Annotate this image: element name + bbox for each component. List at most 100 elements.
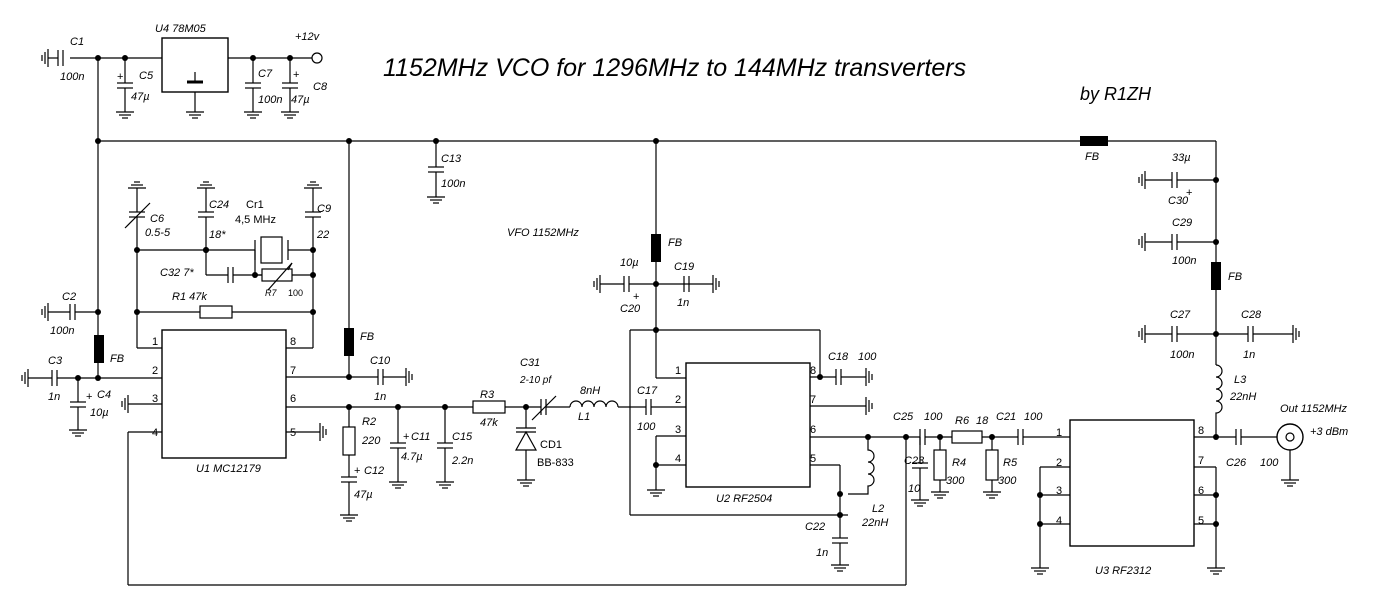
- svg-text:+: +: [354, 465, 360, 477]
- c3-value: 1n: [48, 391, 60, 403]
- u3-label: U3 RF2312: [1095, 565, 1151, 577]
- svg-text:1: 1: [675, 365, 681, 377]
- c25-ref: C25: [893, 411, 914, 423]
- c10-value: 1n: [374, 391, 386, 403]
- c8-value: 47µ: [291, 94, 310, 106]
- svg-text:8: 8: [1198, 425, 1204, 437]
- ferrite-bead: [1080, 136, 1108, 146]
- svg-text:1: 1: [152, 336, 158, 348]
- ic-u1[interactable]: [161, 329, 287, 459]
- cr1-value: 4,5 MHz: [235, 214, 276, 226]
- c29-value: 100n: [1172, 255, 1196, 267]
- svg-text:FB: FB: [668, 237, 682, 249]
- c27-ref: C27: [1170, 309, 1191, 321]
- svg-text:FB: FB: [1228, 271, 1242, 283]
- c11-ref: C11: [411, 431, 430, 443]
- diagram-title: 1152MHz VCO for 1296MHz to 144MHz transv…: [383, 54, 966, 82]
- c21-value: 100: [1024, 411, 1043, 423]
- svg-text:FB: FB: [110, 353, 124, 365]
- r1-label: R1 47k: [172, 291, 207, 303]
- rail-5v: FB C13 100n: [95, 58, 1216, 378]
- c6-value: 0.5-5: [145, 227, 171, 239]
- svg-text:2: 2: [675, 394, 681, 406]
- svg-text:5: 5: [810, 453, 816, 465]
- l2-ref: L2: [872, 503, 884, 515]
- l1-ref: L1: [578, 411, 590, 423]
- regulator-u4[interactable]: [161, 37, 229, 93]
- c1-ref: C1: [70, 36, 84, 48]
- c26-ref: C26: [1226, 457, 1247, 469]
- c22-value: 1n: [816, 547, 828, 559]
- svg-text:5: 5: [1198, 515, 1204, 527]
- c15-value: 2.2n: [451, 455, 473, 467]
- u3-section: + 33µ C30 C29 100n FB C27 100n C28 1n L3…: [1030, 141, 1348, 577]
- diagram-subtitle: by R1ZH: [1080, 84, 1152, 104]
- c25-value: 100: [924, 411, 943, 423]
- c31-value: 2-10 pf: [519, 375, 552, 386]
- svg-text:FB: FB: [360, 331, 374, 343]
- svg-text:8: 8: [290, 336, 296, 348]
- l2-value: 22nH: [861, 517, 888, 529]
- r2-value: 220: [361, 435, 381, 447]
- c6-ref: C6: [150, 213, 165, 225]
- r4-value: 300: [946, 475, 965, 487]
- cr1-ref: Cr1: [246, 199, 264, 211]
- r6-ref: R6: [955, 415, 970, 427]
- c5-value: 47µ: [131, 91, 150, 103]
- l3-ref: L3: [1234, 374, 1247, 386]
- r7-value: 100: [288, 288, 303, 298]
- c23-value: 10: [908, 483, 921, 495]
- r5-value: 300: [998, 475, 1017, 487]
- c9-value: 22: [316, 229, 329, 241]
- svg-text:6: 6: [810, 424, 816, 436]
- ic-u3[interactable]: [1069, 419, 1195, 547]
- c13-value: 100n: [441, 178, 465, 190]
- c20-value: 10µ: [620, 257, 639, 269]
- r4-ref: R4: [952, 457, 966, 469]
- output-level: +3 dBm: [1310, 426, 1348, 438]
- svg-text:+: +: [117, 71, 123, 83]
- c31-ref: C31: [520, 357, 540, 369]
- svg-text:FB: FB: [1085, 151, 1099, 163]
- r3-value: 47k: [480, 417, 498, 429]
- output-label: Out 1152MHz: [1280, 403, 1348, 415]
- svg-text:+: +: [633, 291, 639, 303]
- r5-ref: R5: [1003, 457, 1018, 469]
- cd1-ref: CD1: [540, 439, 562, 451]
- svg-text:7: 7: [1198, 455, 1204, 467]
- c8-ref: C8: [313, 81, 328, 93]
- c30-value: 33µ: [1172, 152, 1191, 164]
- c27-value: 100n: [1170, 349, 1194, 361]
- c2-value: 100n: [50, 325, 74, 337]
- c30-ref: C30: [1168, 195, 1189, 207]
- c12-ref: C12: [364, 465, 384, 477]
- u2-label: U2 RF2504: [716, 493, 772, 505]
- svg-text:3: 3: [1056, 485, 1062, 497]
- c28-value: 1n: [1243, 349, 1255, 361]
- svg-text:2: 2: [152, 365, 158, 377]
- l3-value: 22nH: [1229, 391, 1256, 403]
- supply-label: +12v: [295, 31, 321, 43]
- ic-u2[interactable]: [685, 362, 811, 488]
- c20-ref: C20: [620, 303, 641, 315]
- cd1-value: BB-833: [537, 457, 574, 469]
- c18-value: 100: [858, 351, 877, 363]
- c24-ref: C24: [209, 199, 229, 211]
- svg-text:4: 4: [1056, 515, 1062, 527]
- c7-ref: C7: [258, 68, 273, 80]
- u1-section: C2 100n FB C3 1n + C4 10µ 1 2 3 4 5 6 7: [21, 141, 907, 586]
- supply-terminal[interactable]: [311, 52, 323, 64]
- svg-text:6: 6: [1198, 485, 1204, 497]
- c28-ref: C28: [1241, 309, 1262, 321]
- c18-ref: C18: [828, 351, 849, 363]
- c26-value: 100: [1260, 457, 1279, 469]
- c12-value: 47µ: [354, 489, 373, 501]
- svg-text:2: 2: [1056, 457, 1062, 469]
- u4-label: U4 78M05: [155, 23, 207, 35]
- c21-ref: C21: [996, 411, 1016, 423]
- svg-text:3: 3: [675, 424, 681, 436]
- r7-ref: R7: [265, 288, 277, 298]
- svg-text:+: +: [86, 391, 92, 403]
- svg-text:7: 7: [810, 394, 816, 406]
- c23-ref: C23: [904, 455, 925, 467]
